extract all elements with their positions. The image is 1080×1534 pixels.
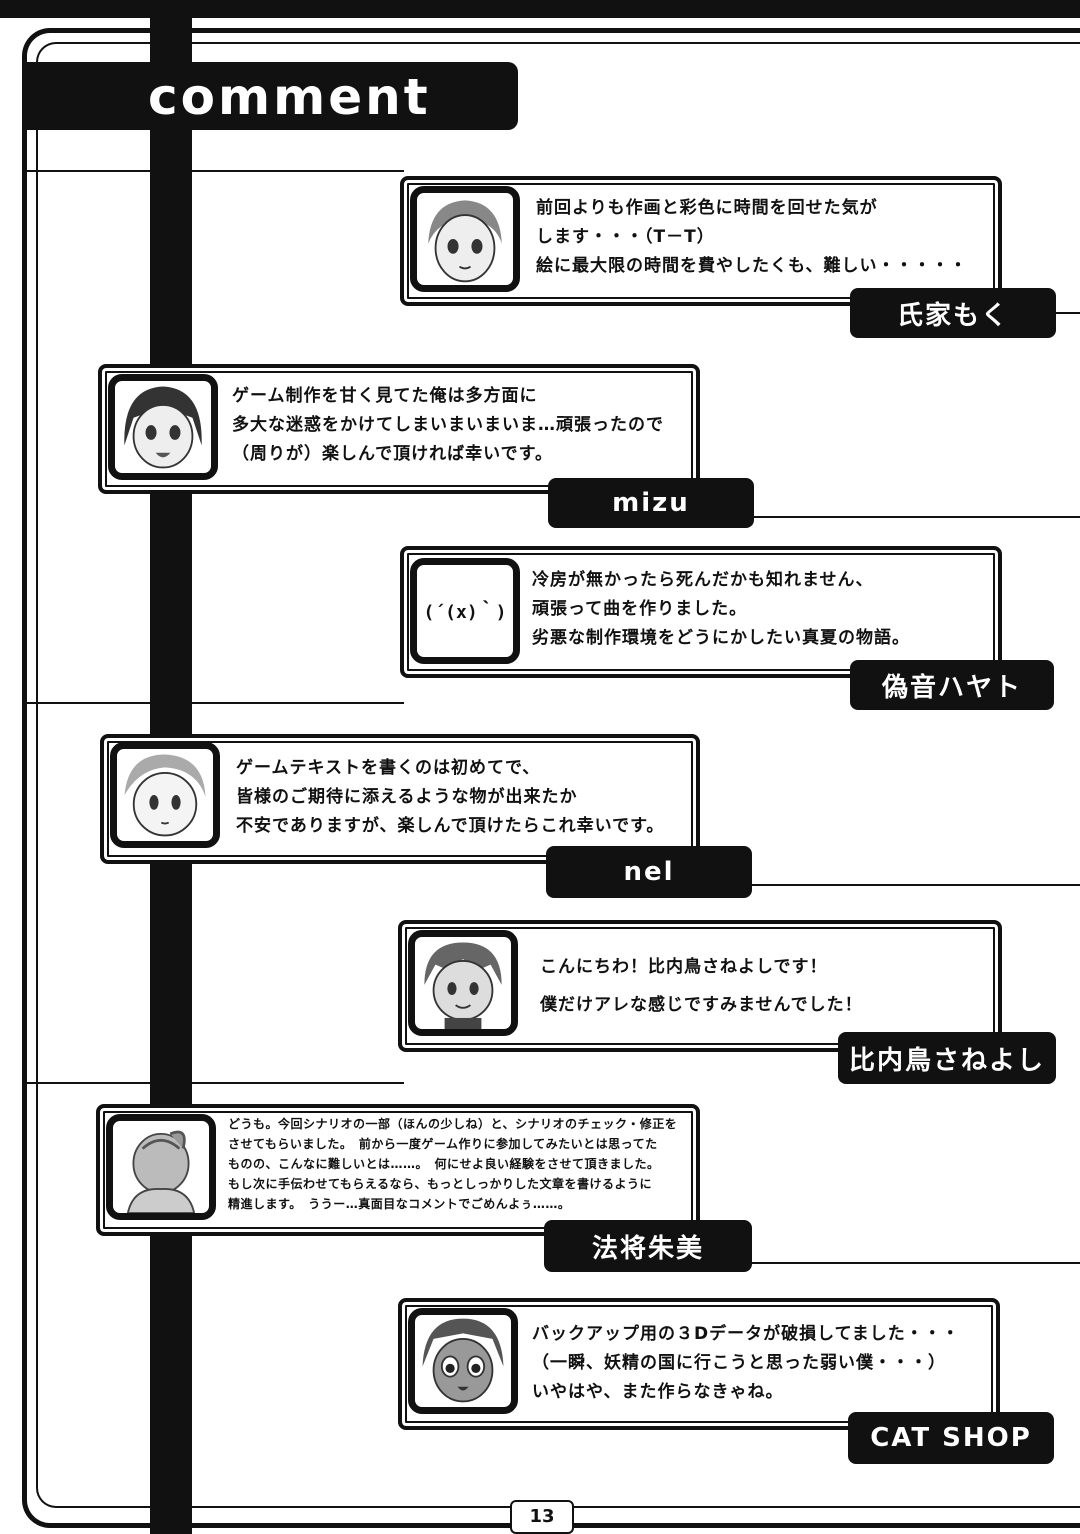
- comment-text: 前回よりも作画と彩色に時間を回せた気が します・・・（T－T） 絵に最大限の時間…: [536, 194, 968, 281]
- comment-line: いやはや、また作らなきゃね。: [532, 1382, 784, 1402]
- comment-line: ゲームテキストを書くのは初めてで、: [236, 758, 541, 778]
- divider-line: [24, 1082, 404, 1084]
- comment-line: （一瞬、妖精の国に行こうと思った弱い僕・・・）: [532, 1353, 946, 1373]
- author-nameplate: 氏家もく: [850, 288, 1056, 338]
- comment-text: ゲーム制作を甘く見てた俺は多方面に 多大な迷惑をかけてしまいまいまいま…頑張った…: [232, 382, 664, 469]
- comment-line: もし次に手伝わせてもらえるなら、もっとしっかりした文章を書けるように: [228, 1177, 653, 1191]
- comment-text: 冷房が無かったら死んだかも知れません、 頑張って曲を作りました。 劣悪な制作環境…: [532, 566, 910, 653]
- comment-line: 冷房が無かったら死んだかも知れません、: [532, 570, 874, 590]
- top-border-band: [0, 0, 1080, 18]
- emoticon-avatar: (´(x)｀): [410, 558, 520, 664]
- comment-text: どうも。今回シナリオの一部（ほんの少しね）と、シナリオのチェック・修正を させて…: [228, 1114, 677, 1214]
- boy-portrait-icon: [408, 930, 518, 1036]
- author-nameplate: nel: [546, 846, 752, 898]
- author-nameplate: 法将朱美: [544, 1220, 752, 1272]
- divider-line: [752, 884, 1080, 886]
- comment-line: 絵に最大限の時間を費やしたくも、難しい・・・・・: [536, 256, 968, 276]
- comment-line: 精進します。 ううー…真面目なコメントでごめんよぅ……。: [228, 1197, 571, 1211]
- page-number: 13: [510, 1500, 574, 1534]
- girl-back-portrait-icon: [106, 1114, 216, 1220]
- girl-portrait-icon: [408, 1308, 518, 1414]
- girl-portrait-icon: [410, 186, 520, 292]
- comment-line: 僕だけアレな感じですみませんでした！: [540, 995, 863, 1015]
- comment-line: こんにちわ！比内鳥さねよしです！: [540, 957, 828, 977]
- comment-line: します・・・（T－T）: [536, 227, 715, 247]
- girl-portrait-icon: [108, 374, 218, 480]
- divider-line: [1056, 312, 1080, 314]
- comment-line: （周りが）楽しんで頂ければ幸いです。: [232, 444, 553, 464]
- comment-text: バックアップ用の３Dデータが破損してました・・・ （一瞬、妖精の国に行こうと思っ…: [532, 1320, 960, 1407]
- title-bar: [24, 62, 518, 130]
- comment-text: こんにちわ！比内鳥さねよしです！ 僕だけアレな感じですみませんでした！: [540, 948, 863, 1024]
- author-nameplate: CAT SHOP: [848, 1412, 1054, 1464]
- divider-line: [754, 516, 1080, 518]
- divider-line: [24, 170, 404, 172]
- comment-line: 前回よりも作画と彩色に時間を回せた気が: [536, 198, 878, 218]
- girl-portrait-icon: [110, 742, 220, 848]
- comment-line: ものの、こんなに難しいとは……。 何にせよ良い経験をさせて頂きました。: [228, 1157, 660, 1171]
- comment-line: 皆様のご期待に添えるような物が出来たか: [236, 787, 578, 807]
- comment-line: 多大な迷惑をかけてしまいまいまいま…頑張ったので: [232, 415, 664, 435]
- comment-line: バックアップ用の３Dデータが破損してました・・・: [532, 1324, 960, 1344]
- comment-text: ゲームテキストを書くのは初めてで、 皆様のご期待に添えるような物が出来たか 不安…: [236, 754, 664, 841]
- comment-line: させてもらいました。 前から一度ゲーム作りに参加してみたいとは思ってた: [228, 1137, 658, 1151]
- divider-line: [752, 1262, 1080, 1264]
- comment-line: ゲーム制作を甘く見てた俺は多方面に: [232, 386, 538, 406]
- comment-line: どうも。今回シナリオの一部（ほんの少しね）と、シナリオのチェック・修正を: [228, 1117, 678, 1131]
- avatar-emoticon: (´(x)｀): [423, 602, 507, 623]
- author-nameplate: mizu: [548, 478, 754, 528]
- divider-line: [24, 702, 404, 704]
- comment-line: 頑張って曲を作りました。: [532, 599, 748, 619]
- comment-line: 劣悪な制作環境をどうにかしたい真夏の物語。: [532, 628, 910, 648]
- author-nameplate: 偽音ハヤト: [850, 660, 1054, 710]
- comment-line: 不安でありますが、楽しんで頂けたらこれ幸いです。: [236, 816, 665, 836]
- author-nameplate: 比内鳥さねよし: [838, 1032, 1056, 1084]
- page-title: comment: [148, 68, 431, 126]
